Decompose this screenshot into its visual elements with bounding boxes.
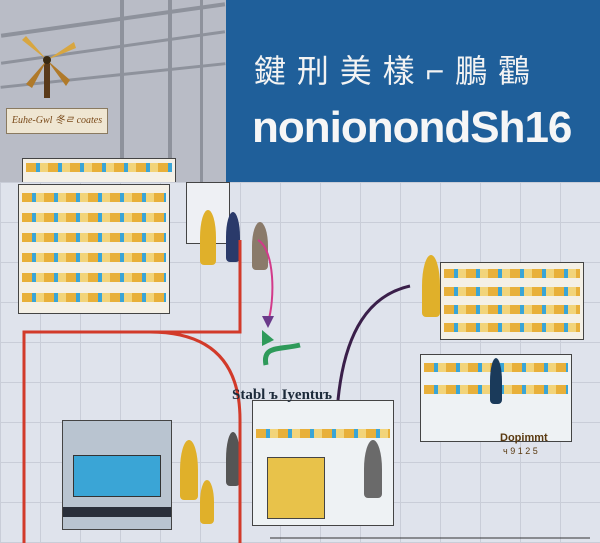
shopper-figure (200, 210, 216, 265)
banner-headline: 鍵 刑 美 樣 ⌐ 鵬 鸖 (254, 53, 532, 89)
worker-figure (180, 440, 198, 500)
title-banner (226, 0, 600, 182)
banner-big-text: nonionondSh16 (252, 103, 572, 152)
shopper-figure (422, 255, 440, 317)
shopper-figure (226, 212, 240, 262)
processing-machine (62, 420, 172, 530)
worker-figure (200, 480, 214, 524)
shelf-unit-left (18, 184, 170, 314)
department-sign-subtitle: ч 9 1 2 5 (503, 446, 538, 456)
department-sign-title: Dopimmt (500, 432, 548, 444)
zone-caption: Stabl ъ Iyentuъ (232, 387, 333, 403)
shelf-top (22, 158, 176, 182)
shopper-figure (252, 222, 268, 270)
worker-figure (226, 432, 240, 486)
store-logo-sign: Euhe-Gwl 冬ㄹ coates (6, 108, 108, 134)
store-photo-panel: Euhe-Gwl 冬ㄹ coates (0, 0, 226, 182)
windmill-logo-icon (22, 36, 76, 98)
staff-figure (490, 358, 502, 404)
shelf-unit-right (440, 262, 584, 340)
shopper-figure (364, 440, 382, 498)
